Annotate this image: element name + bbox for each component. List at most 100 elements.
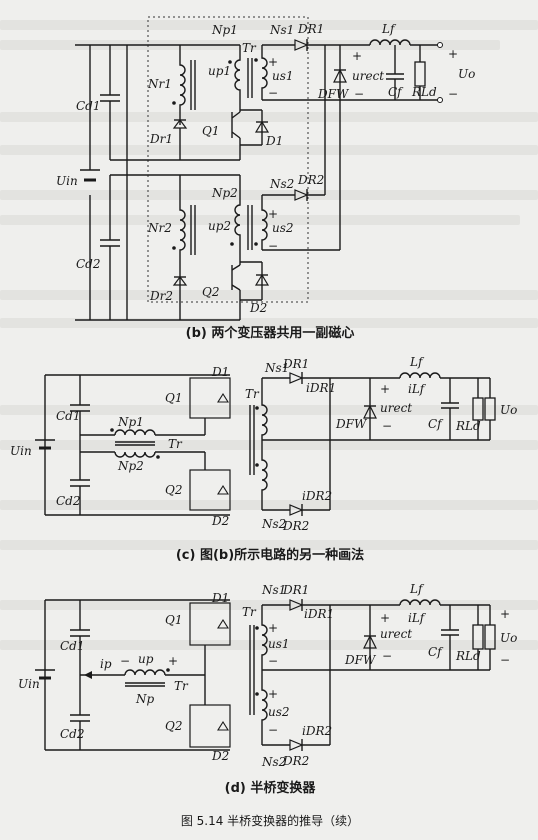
- label-nr1: Nr1: [147, 77, 172, 91]
- label-c-cf: Cf: [428, 417, 444, 431]
- label-d-np: Np: [135, 692, 155, 706]
- label-c-DR1: DR1: [282, 357, 309, 371]
- label-d-ns2: Ns2: [261, 755, 286, 769]
- svg-text:−: −: [268, 239, 278, 253]
- dr2-c-rectifier: [289, 504, 304, 516]
- label-d-d1: D1: [211, 591, 229, 605]
- label-c-DR2: DR2: [282, 519, 309, 533]
- dr1-d-rectifier: [289, 599, 304, 611]
- label-d-rld: RLd: [455, 649, 481, 663]
- label-d-ilf: iLf: [408, 611, 427, 625]
- q2-d-switch: [189, 704, 231, 748]
- rld-c-resistor: [472, 397, 484, 421]
- label-d-ns1: Ns1: [261, 583, 286, 597]
- label-c-ilf: iLf: [408, 382, 427, 396]
- label-c-np1: Np1: [117, 415, 144, 429]
- label-lf: Lf: [381, 22, 397, 36]
- label-d-q1: Q1: [165, 613, 182, 627]
- label-d-cf: Cf: [428, 645, 444, 659]
- np1-winding: [234, 45, 241, 105]
- svg-text:+: +: [268, 55, 278, 69]
- label-c-cd1: Cd1: [56, 409, 81, 423]
- svg-text:+: +: [500, 607, 510, 621]
- svg-text:−: −: [382, 649, 392, 663]
- label-d-us1: us1: [268, 637, 290, 651]
- ns2-c-winding: [261, 440, 268, 510]
- np2-winding: [234, 175, 241, 255]
- svg-text:+: +: [268, 687, 278, 701]
- figure-caption: 图 5.14 半桥变换器的推导（续）: [180, 814, 360, 828]
- nr2-winding: [179, 175, 186, 285]
- dfw-d-diode: [363, 634, 377, 649]
- label-up2: up2: [208, 219, 231, 233]
- rld-resistor: [414, 61, 426, 87]
- label-c-tr: Tr: [168, 437, 183, 451]
- label-urect: urect: [352, 69, 384, 83]
- label-us1: us1: [272, 69, 294, 83]
- label-c-urect: urect: [380, 401, 412, 415]
- label-uo: Uo: [458, 67, 475, 81]
- panel-d-circuit: Uin Cd1 Cd2 ip up − + Np Tr Q1 D1 Q2 D2 …: [18, 582, 517, 769]
- svg-text:+: +: [268, 621, 278, 635]
- svg-text:+: +: [380, 382, 390, 396]
- label-DR1: DR1: [297, 22, 324, 36]
- panel-b-circuit: Nr1 Dr1 Np1 up1 Q1 D1 Tr Ns1 us1 +: [56, 16, 475, 321]
- svg-text:−: −: [268, 86, 278, 100]
- label-c-d2: D2: [211, 514, 229, 528]
- label-d-DR2: DR2: [282, 754, 309, 768]
- svg-text:+: +: [168, 654, 178, 668]
- np2-c-winding: [114, 451, 156, 458]
- label-c-d1: D1: [211, 365, 229, 379]
- svg-text:−: −: [382, 419, 392, 433]
- d2-diode: [254, 273, 270, 286]
- svg-text:−: −: [268, 723, 278, 737]
- label-d-uo: Uo: [500, 631, 517, 645]
- dr2-d-rectifier: [289, 739, 304, 751]
- label-np1: Np1: [211, 23, 238, 37]
- label-ns1: Ns1: [269, 23, 294, 37]
- label-d-uin: Uin: [18, 677, 40, 691]
- label-d2: D2: [249, 301, 267, 315]
- label-up1: up1: [208, 64, 231, 78]
- label-q2: Q2: [202, 285, 219, 299]
- label-tr: Tr: [242, 41, 257, 55]
- caption-panel-b: (b) 两个变压器共用一副磁心: [185, 326, 355, 341]
- svg-text:−: −: [448, 87, 458, 101]
- label-d-us2: us2: [268, 705, 290, 719]
- np1-c-winding: [114, 429, 156, 436]
- label-c-dfw: DFW: [335, 417, 368, 431]
- label-np2: Np2: [211, 186, 238, 200]
- np-d-winding: [124, 669, 166, 676]
- label-c-idr2: iDR2: [302, 489, 332, 503]
- label-d-lf: Lf: [409, 582, 425, 596]
- label-d-tr2: Tr: [242, 605, 257, 619]
- svg-text:+: +: [380, 611, 390, 625]
- label-cd1: Cd1: [76, 99, 101, 113]
- label-c-uo: Uo: [500, 403, 517, 417]
- label-d-ip: ip: [100, 657, 112, 671]
- label-dfw: DFW: [317, 87, 350, 101]
- label-d-tr: Tr: [174, 679, 189, 693]
- label-c-ns1: Ns1: [264, 361, 289, 375]
- caption-panel-d: (d) 半桥变换器: [224, 781, 316, 796]
- label-c-q2: Q2: [165, 483, 182, 497]
- label-d-q2: Q2: [165, 719, 182, 733]
- dr2-rectifier: [294, 189, 309, 201]
- caption-panel-c: (c) 图(b)所示电路的另一种画法: [175, 548, 365, 563]
- label-c-q1: Q1: [165, 391, 182, 405]
- label-uin: Uin: [56, 174, 78, 188]
- svg-text:−: −: [268, 654, 278, 668]
- label-d-cd2: Cd2: [60, 727, 85, 741]
- nr1-winding: [179, 45, 186, 125]
- label-c-ns2: Ns2: [261, 517, 286, 531]
- ns1-c-winding: [261, 378, 268, 440]
- ns2-winding: [261, 195, 268, 250]
- lf-d-inductor: [399, 599, 441, 606]
- label-d-idr1: iDR1: [304, 607, 334, 621]
- label-d-idr2: iDR2: [302, 724, 332, 738]
- rld-d-resistor: [472, 624, 484, 650]
- label-nr2: Nr2: [147, 221, 172, 235]
- lf-c-inductor: [399, 372, 441, 379]
- uo-c-load: [484, 397, 496, 421]
